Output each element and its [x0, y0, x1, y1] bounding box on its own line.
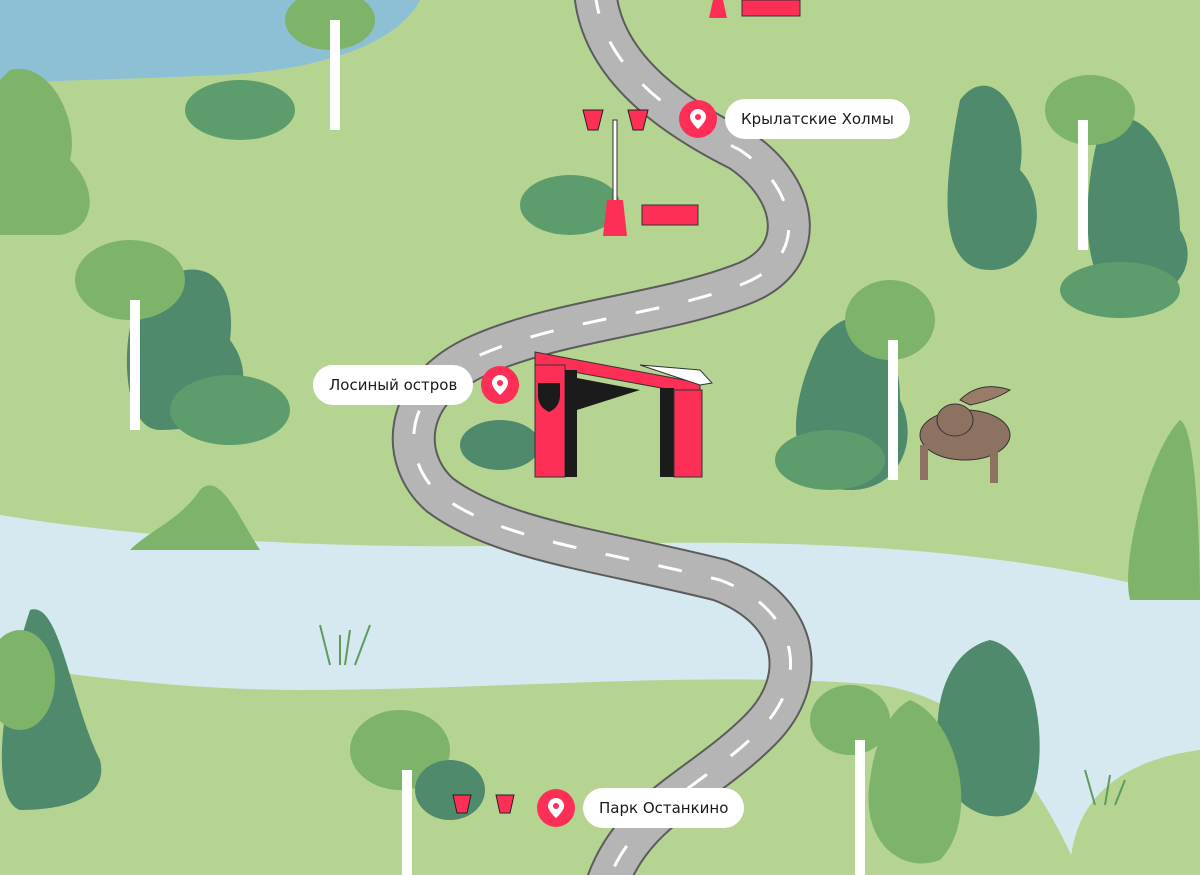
road	[391, 0, 813, 875]
marker-krylatskie-kholmy[interactable]: Крылатские Холмы	[679, 99, 910, 139]
park-gate	[534, 351, 713, 478]
marker-losiny-ostrov[interactable]: Лосиный остров	[313, 365, 520, 405]
marker-label[interactable]: Парк Останкино	[583, 788, 745, 828]
reeds	[319, 624, 1126, 806]
map-pin-icon[interactable]	[679, 100, 717, 138]
marker-label[interactable]: Крылатские Холмы	[725, 99, 910, 139]
river	[0, 515, 1200, 875]
map-pin-icon[interactable]	[481, 366, 520, 404]
moose-crest-icon	[538, 383, 560, 412]
marker-label[interactable]: Лосиный остров	[313, 365, 474, 405]
riverbank	[1070, 750, 1200, 875]
lamp-and-bench	[452, 0, 801, 814]
moose	[919, 386, 1012, 483]
marker-park-ostankino[interactable]: Парк Останкино	[537, 788, 745, 828]
map-pin-icon[interactable]	[537, 789, 575, 827]
